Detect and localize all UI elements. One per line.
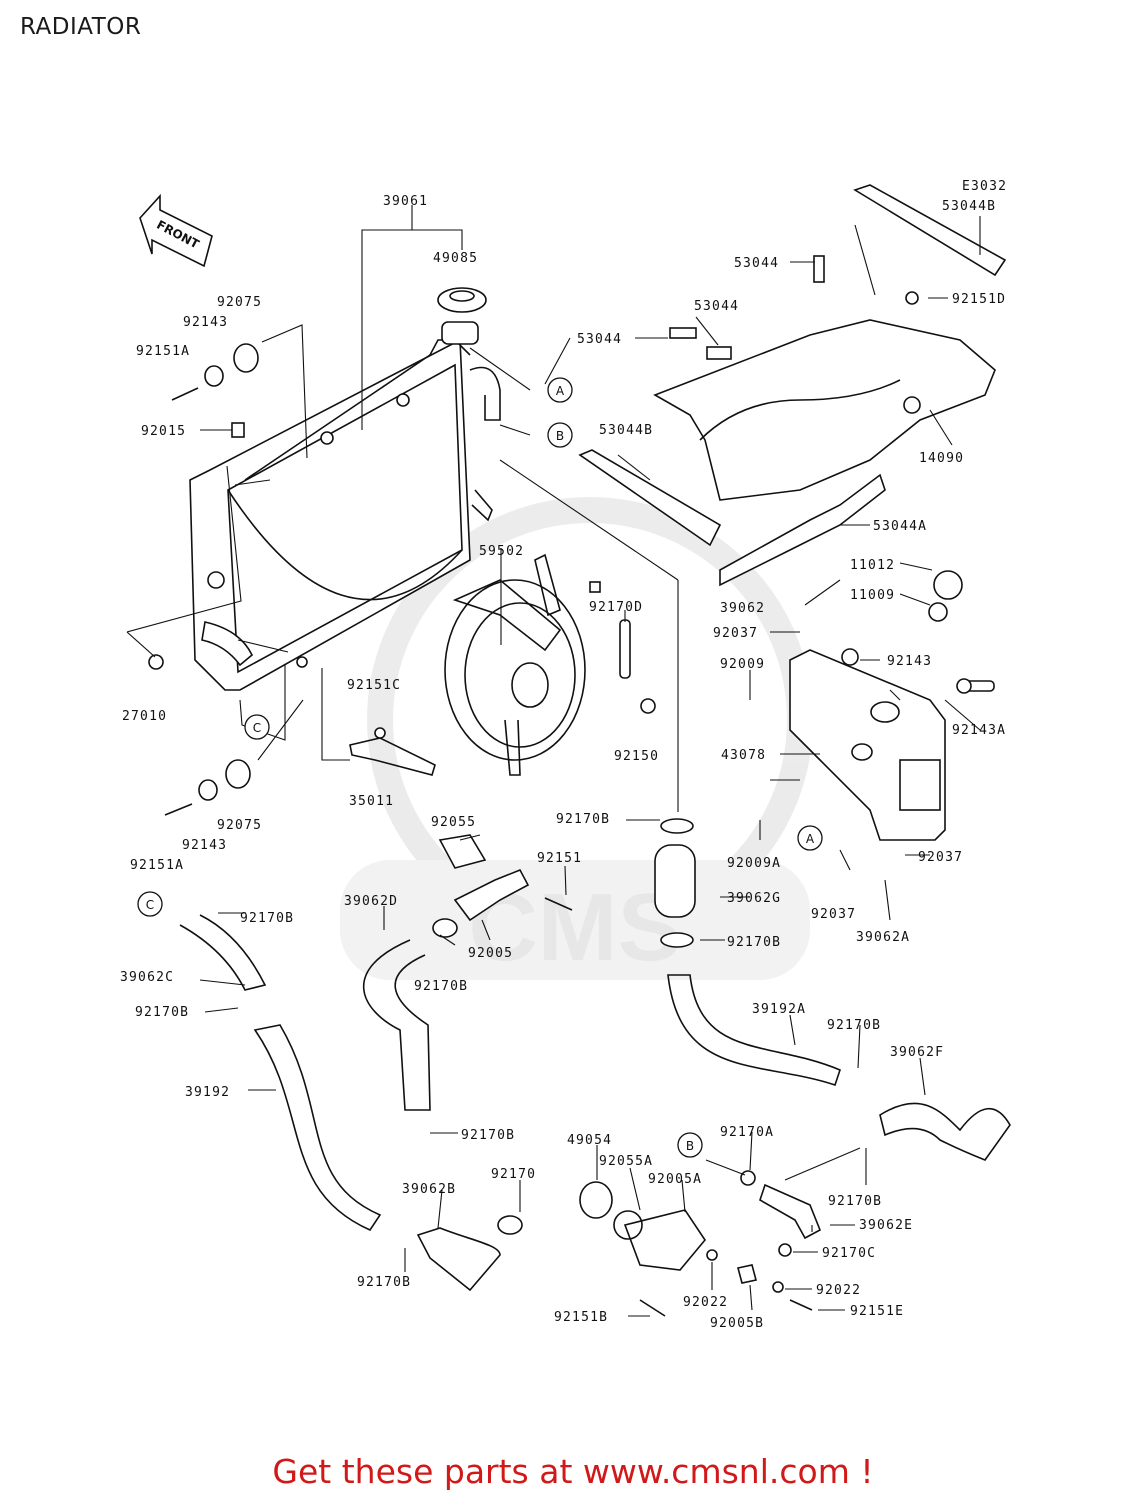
- part-label: 92151B: [554, 1310, 608, 1325]
- part-label: 92170A: [720, 1125, 774, 1140]
- part-label: 43078: [721, 748, 766, 763]
- footer-link[interactable]: Get these parts at www.cmsnl.com !: [272, 1452, 874, 1491]
- reservoir-tank-icon: [789, 570, 995, 841]
- part-label: 92151A: [136, 344, 190, 359]
- thermostat-housing-icon: [432, 834, 573, 938]
- part-label: 11012: [850, 558, 895, 573]
- svg-text:B: B: [686, 1139, 694, 1153]
- part-label: 92170B: [827, 1018, 881, 1033]
- part-label: 92009: [720, 657, 765, 672]
- part-label: 92022: [816, 1283, 861, 1298]
- water-pump-icon: [579, 1170, 813, 1317]
- part-label: 92005A: [648, 1172, 702, 1187]
- svg-text:C: C: [253, 721, 261, 735]
- callout-c-bottom: C: [137, 891, 163, 917]
- part-label: 92170B: [240, 911, 294, 926]
- part-label: 39192: [185, 1085, 230, 1100]
- callout-b-bottom: B: [677, 1132, 703, 1158]
- part-label: 53044: [694, 299, 739, 314]
- part-label: 92022: [683, 1295, 728, 1310]
- part-label: 92151E: [850, 1304, 904, 1319]
- part-label: 92005: [468, 946, 513, 961]
- part-label: 92170B: [461, 1128, 515, 1143]
- part-label: 11009: [850, 588, 895, 603]
- part-label: 92151D: [952, 292, 1006, 307]
- radiator-cap-icon: [437, 287, 487, 313]
- callout-a-right: A: [797, 825, 823, 851]
- part-label: 92151: [537, 851, 582, 866]
- part-label: 92037: [918, 850, 963, 865]
- radiator-icon: [189, 321, 501, 691]
- part-label: 92143A: [952, 723, 1006, 738]
- part-labels: 39061 49085 92075 92143 92151A 92015 530…: [120, 194, 1006, 1331]
- part-label: 92005B: [710, 1316, 764, 1331]
- part-label: 59502: [479, 544, 524, 559]
- leader-lines: [126, 205, 981, 1317]
- part-label: 92151C: [347, 678, 401, 693]
- part-label: 92170D: [589, 600, 643, 615]
- part-label: 92143: [182, 838, 227, 853]
- reference-code: E3032: [962, 179, 1007, 194]
- shroud-cover-icon: [578, 184, 1007, 587]
- part-label: 92055A: [599, 1154, 653, 1169]
- part-label: 53044: [577, 332, 622, 347]
- part-label: 53044A: [873, 519, 927, 534]
- part-label: 39062E: [859, 1218, 913, 1233]
- part-label: 49085: [433, 251, 478, 266]
- hoses-icon: [179, 914, 1011, 1292]
- part-label: 49054: [567, 1133, 612, 1148]
- part-label: 14090: [919, 451, 964, 466]
- part-label: 92170: [491, 1167, 536, 1182]
- page-title: RADIATOR: [20, 14, 142, 40]
- callout-b-top: B: [547, 422, 573, 448]
- hose-39062g-icon: [654, 818, 696, 948]
- part-label: 92055: [431, 815, 476, 830]
- callout-a-top: A: [547, 377, 573, 403]
- part-label: 39062G: [727, 891, 781, 906]
- svg-text:A: A: [556, 384, 565, 398]
- part-label: 39062F: [890, 1045, 944, 1060]
- part-label: 92143: [183, 315, 228, 330]
- part-label: 92170C: [822, 1246, 876, 1261]
- part-label: 92170B: [135, 1005, 189, 1020]
- part-label: 39062D: [344, 894, 398, 909]
- front-arrow-icon: FRONT: [139, 193, 213, 268]
- fan-icon: [444, 553, 601, 776]
- callout-c-left: C: [244, 714, 270, 740]
- part-label: 39061: [383, 194, 428, 209]
- part-label: 39062C: [120, 970, 174, 985]
- part-label: 92151A: [130, 858, 184, 873]
- part-label: 53044B: [942, 199, 996, 214]
- part-label: 27010: [122, 709, 167, 724]
- part-label: 92009A: [727, 856, 781, 871]
- part-label: 92075: [217, 295, 262, 310]
- svg-text:C: C: [146, 898, 154, 912]
- part-label: 39062B: [402, 1182, 456, 1197]
- part-label: 92170B: [414, 979, 468, 994]
- part-label: 39062A: [856, 930, 910, 945]
- part-label: 92170B: [727, 935, 781, 950]
- part-label: 92170B: [828, 1194, 882, 1209]
- part-label: 92143: [887, 654, 932, 669]
- part-label: 35011: [349, 794, 394, 809]
- mounting-hardware-icon: [148, 343, 656, 816]
- part-label: 92170B: [556, 812, 610, 827]
- part-label: 92150: [614, 749, 659, 764]
- part-label: 92170B: [357, 1275, 411, 1290]
- part-label: 39062: [720, 601, 765, 616]
- svg-text:A: A: [806, 832, 815, 846]
- part-label: 53044: [734, 256, 779, 271]
- part-label: 92015: [141, 424, 186, 439]
- part-label: 39192A: [752, 1002, 806, 1017]
- part-label: 92037: [811, 907, 856, 922]
- part-label: 53044B: [599, 423, 653, 438]
- part-label: 92075: [217, 818, 262, 833]
- part-label: 92037: [713, 626, 758, 641]
- svg-text:B: B: [556, 429, 564, 443]
